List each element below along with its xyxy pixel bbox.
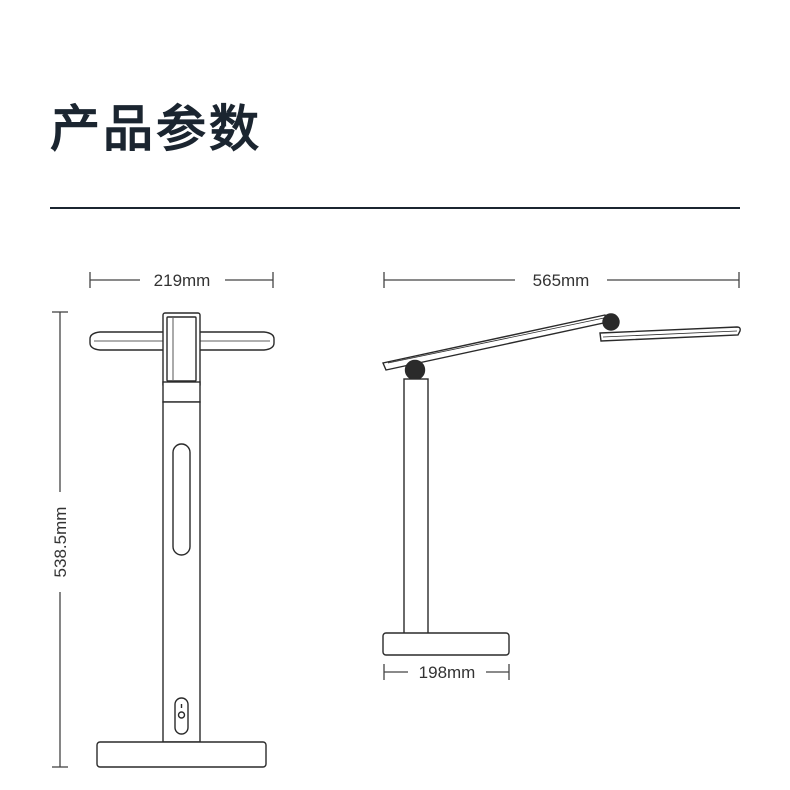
title-divider [50,207,740,209]
front-height-dimension-line [52,311,68,768]
side-reach-label: 565mm [533,271,590,290]
side-reach-dimension-line [383,272,740,288]
lamp-front-view [89,312,275,768]
front-width-label: 219mm [154,271,211,290]
lamp-side-view [382,313,741,656]
head-joint [602,313,620,331]
lamp-pole-front [162,401,201,743]
arm-joint [404,359,426,381]
front-height-label: 538.5mm [51,507,70,578]
lamp-base-side [382,632,510,656]
lamp-head-side [599,326,741,342]
lamp-pole-side [403,378,429,635]
lamp-base-front [96,741,267,768]
lamp-neck-front [162,312,201,424]
base-depth-dimension-line [383,664,510,680]
base-depth-label: 198mm [419,663,476,682]
front-width-dimension-line [89,272,274,288]
page-title: 产品参数 [50,100,262,158]
